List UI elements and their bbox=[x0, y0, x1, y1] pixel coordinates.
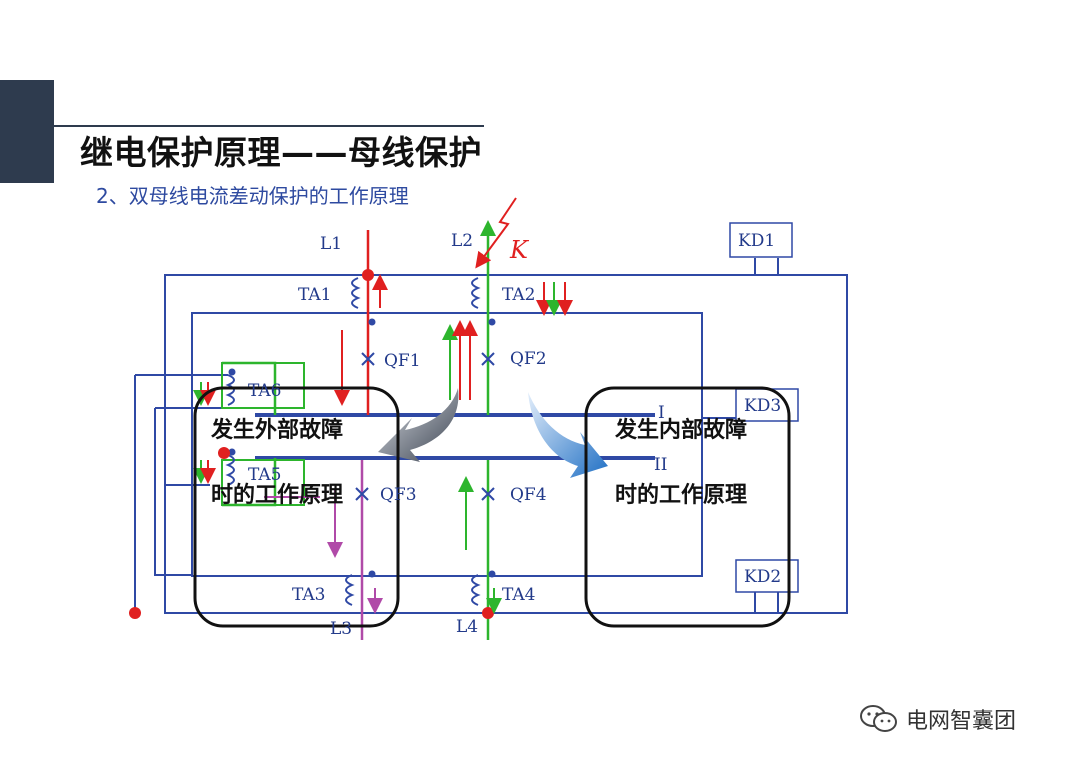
label-l2: L2 bbox=[451, 231, 473, 251]
junction-dots bbox=[129, 269, 494, 619]
label-kd3: KD3 bbox=[744, 396, 781, 416]
internal-fault-box bbox=[584, 386, 791, 628]
external-fault-title-2: 时的工作原理 bbox=[211, 482, 343, 508]
watermark-text: 电网智囊团 bbox=[906, 709, 1017, 734]
current-arrows bbox=[193, 220, 573, 614]
label-ta1: TA1 bbox=[298, 285, 332, 305]
label-qf1: QF1 bbox=[384, 351, 421, 371]
label-ta2: TA2 bbox=[502, 285, 536, 305]
label-kd1: KD1 bbox=[738, 231, 775, 251]
label-qf4: QF4 bbox=[510, 485, 547, 505]
ct-coil-ta5 bbox=[225, 454, 235, 486]
external-fault-box bbox=[193, 386, 400, 628]
side-accent-bar bbox=[0, 80, 54, 183]
internal-fault-arrow bbox=[528, 392, 608, 478]
label-l3: L3 bbox=[330, 619, 352, 639]
slide-subtitle: 2、双母线电流差动保护的工作原理 bbox=[96, 184, 409, 208]
title-rule bbox=[54, 125, 484, 127]
watermark: 电网智囊团 bbox=[858, 703, 1016, 735]
ct-coil-ta3 bbox=[345, 574, 355, 606]
ct-coil-ta2 bbox=[471, 277, 481, 309]
breaker-qf1 bbox=[361, 352, 375, 366]
ct-coil-ta1 bbox=[351, 277, 361, 309]
label-kd2: KD2 bbox=[744, 567, 781, 587]
internal-fault-title-2: 时的工作原理 bbox=[615, 482, 747, 508]
label-ta6: TA6 bbox=[248, 381, 282, 401]
label-ta4: TA4 bbox=[502, 585, 536, 605]
breaker-qf2 bbox=[481, 352, 495, 366]
polarity-dots bbox=[228, 318, 496, 578]
breaker-qf3 bbox=[355, 487, 369, 501]
label-bus-i: I bbox=[658, 403, 665, 423]
label-l1: L1 bbox=[320, 234, 342, 254]
label-qf2: QF2 bbox=[510, 349, 547, 369]
coupler-box-upper bbox=[221, 362, 305, 409]
fault-lightning-icon bbox=[475, 197, 517, 269]
relay-kd1 bbox=[729, 222, 793, 258]
breaker-qf4 bbox=[481, 487, 495, 501]
label-ta5: TA5 bbox=[248, 465, 282, 485]
ct-coil-ta4 bbox=[471, 574, 481, 606]
internal-fault-title-1: 发生内部故障 bbox=[614, 417, 747, 443]
label-qf3: QF3 bbox=[380, 485, 417, 505]
slide-title: 继电保护原理——母线保护 bbox=[80, 133, 482, 172]
external-fault-arrow bbox=[378, 388, 459, 462]
wechat-icon bbox=[860, 705, 897, 732]
label-ta3: TA3 bbox=[292, 585, 326, 605]
label-l4: L4 bbox=[456, 617, 478, 637]
coupler-box-lower bbox=[221, 459, 305, 506]
label-bus-ii: II bbox=[654, 455, 667, 475]
fault-label: K bbox=[509, 236, 530, 264]
ct-coil-ta6 bbox=[225, 374, 235, 406]
external-fault-title-1: 发生外部故障 bbox=[210, 417, 343, 443]
